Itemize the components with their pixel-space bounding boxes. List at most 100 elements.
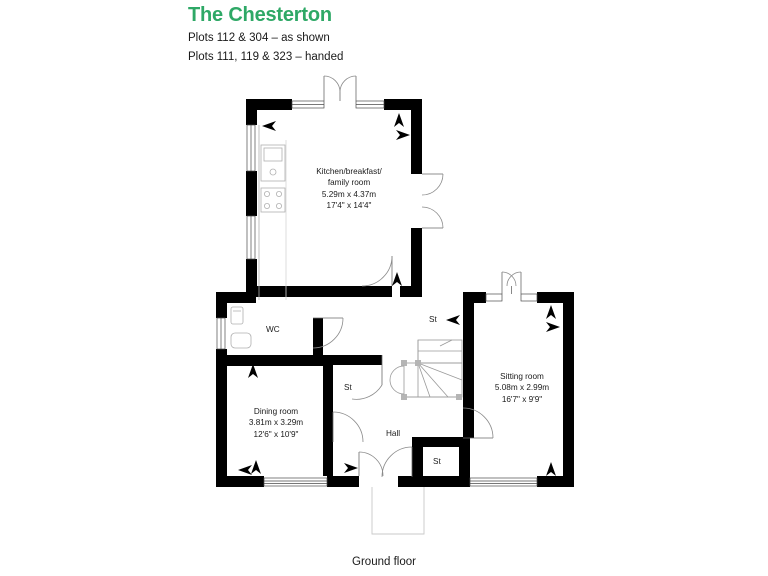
door-swing-kitchen-hall <box>361 255 393 287</box>
room-dim-dining-metric: 3.81m x 3.29m <box>248 418 304 428</box>
staircase <box>389 339 463 400</box>
door-swing-dining <box>332 411 364 443</box>
room-label-wc: WC <box>266 325 280 334</box>
wall-outer-bottom-store <box>412 476 470 487</box>
room-dim-dining-imperial: 12'6" x 10'9" <box>253 429 299 439</box>
window-sitting-top-right <box>520 293 538 302</box>
arrow-hall-right <box>344 463 358 473</box>
hob-ring-1 <box>263 190 270 197</box>
wall-outer-left-upper <box>216 292 227 318</box>
room-dim-sitting-imperial: 16'7" x 9'9" <box>501 394 543 404</box>
wall-wc-top-left <box>216 292 256 303</box>
room-label-store-3: St <box>433 457 441 466</box>
room-label-hall: Hall <box>386 429 401 438</box>
window-dining-bottom <box>263 477 328 487</box>
stair-direction-tick <box>439 339 453 347</box>
wall-kitchen-bottom-right <box>400 286 422 297</box>
sink-unit <box>260 144 286 182</box>
hob-unit <box>260 187 286 213</box>
plots-handed-text: Plots 111, 119 & 323 – handed <box>188 51 344 63</box>
door-swing-kitchen-right-top <box>421 173 444 196</box>
basin-fixture <box>230 332 252 349</box>
wall-store3-right <box>459 437 470 477</box>
wall-outer-bottom-right <box>537 476 574 487</box>
wall-outer-right <box>563 292 574 487</box>
room-label-sitting: Sitting room 5.08m x 2.99m 16'7" x 9'9" <box>468 371 576 405</box>
wall-store2-top <box>323 355 382 365</box>
wall-store3-left <box>412 437 423 477</box>
door-swing-store2 <box>351 384 383 400</box>
hob-ring-4 <box>275 202 282 209</box>
arrow-dining-bottom-down <box>251 460 261 474</box>
door-swing-kitchen-french-left <box>323 75 341 93</box>
porch-canopy <box>371 487 425 535</box>
arrow-kitchen-right <box>396 130 410 140</box>
door-swing-front <box>358 451 384 477</box>
wall-kitchen-top-left <box>246 99 292 110</box>
arrow-sitting-up <box>546 305 556 319</box>
door-swing-store3 <box>381 446 413 478</box>
stair-newel-bottom-right <box>456 394 462 400</box>
page-title: The Chesterton <box>188 4 332 26</box>
sink-tap <box>269 168 277 176</box>
plots-as-shown-text: Plots 112 & 304 – as shown <box>188 32 330 44</box>
wall-kitchen-top-right <box>384 99 422 110</box>
wall-kitchen-bottom-left <box>246 286 392 297</box>
room-name-sitting: Sitting room <box>500 372 544 381</box>
stair-newel-left <box>401 360 407 366</box>
arrow-sitting-right <box>546 322 560 332</box>
sink-bowl <box>263 147 283 162</box>
hob-ring-2 <box>275 190 282 197</box>
arrow-dining-bottom-left <box>238 465 252 475</box>
room-name-kitchen-line1: Kitchen/breakfast/ <box>316 167 382 176</box>
room-label-store-2: St <box>344 383 352 392</box>
arrow-sitting-bottom-down <box>546 462 556 476</box>
arrow-kitchen-left <box>262 121 276 131</box>
hob-ring-3 <box>263 202 270 209</box>
door-swing-sitting-french-left <box>501 271 517 287</box>
stair-flight-upper <box>417 339 463 364</box>
wall-sitting-top-left <box>463 292 486 303</box>
door-swing-sitting <box>462 407 494 439</box>
wc-fixtures <box>230 306 252 349</box>
room-label-kitchen: Kitchen/breakfast/ family room 5.29m x 4… <box>290 166 408 212</box>
wall-kitchen-left-lower <box>246 259 257 297</box>
room-dim-kitchen-metric: 5.29m x 4.37m <box>321 189 377 199</box>
stair-understairs-curve <box>389 365 405 395</box>
stair-winder-2 <box>417 362 449 398</box>
plan-header: The Chesterton Plots 112 & 304 – as show… <box>188 0 528 66</box>
wall-sitting-left-upper <box>463 292 474 342</box>
wall-sitting-left-lower <box>463 342 474 438</box>
room-label-store-1: St <box>429 315 437 324</box>
wall-wc-right <box>313 318 323 360</box>
door-swing-sitting-french-right <box>506 271 522 287</box>
window-sitting-top-left <box>485 293 503 302</box>
arrow-group <box>238 113 560 476</box>
door-swing-kitchen-french-right <box>339 75 357 93</box>
room-name-dining: Dining room <box>253 407 299 416</box>
room-label-dining: Dining room 3.81m x 3.29m 12'6" x 10'9" <box>222 406 330 440</box>
window-group <box>216 100 538 487</box>
window-sitting-bottom <box>469 477 538 487</box>
arrow-sitting-left <box>446 315 460 325</box>
wall-outer-bottom-mid <box>327 476 359 487</box>
wall-outer-left-lower <box>216 361 227 465</box>
wall-store2-left <box>323 355 333 401</box>
wall-kitchen-right-lower <box>411 228 422 296</box>
wall-front-door-pier-left <box>398 476 412 487</box>
floor-level-caption: Ground floor <box>352 556 416 568</box>
stair-newel-top <box>415 360 421 366</box>
stair-winder-1 <box>417 362 463 381</box>
wall-kitchen-left-upper <box>246 99 257 125</box>
wall-sitting-top-right <box>537 292 574 303</box>
wall-dining-right <box>323 401 333 476</box>
door-group <box>312 75 522 478</box>
wall-kitchen-right-upper <box>411 99 422 174</box>
wall-kitchen-left-mid <box>246 171 257 216</box>
door-swing-kitchen-right-bottom <box>421 206 444 229</box>
room-name-kitchen-line2: family room <box>327 178 371 188</box>
wall-wc-bottom <box>216 355 323 366</box>
wall-outer-bottom-left <box>216 476 264 487</box>
